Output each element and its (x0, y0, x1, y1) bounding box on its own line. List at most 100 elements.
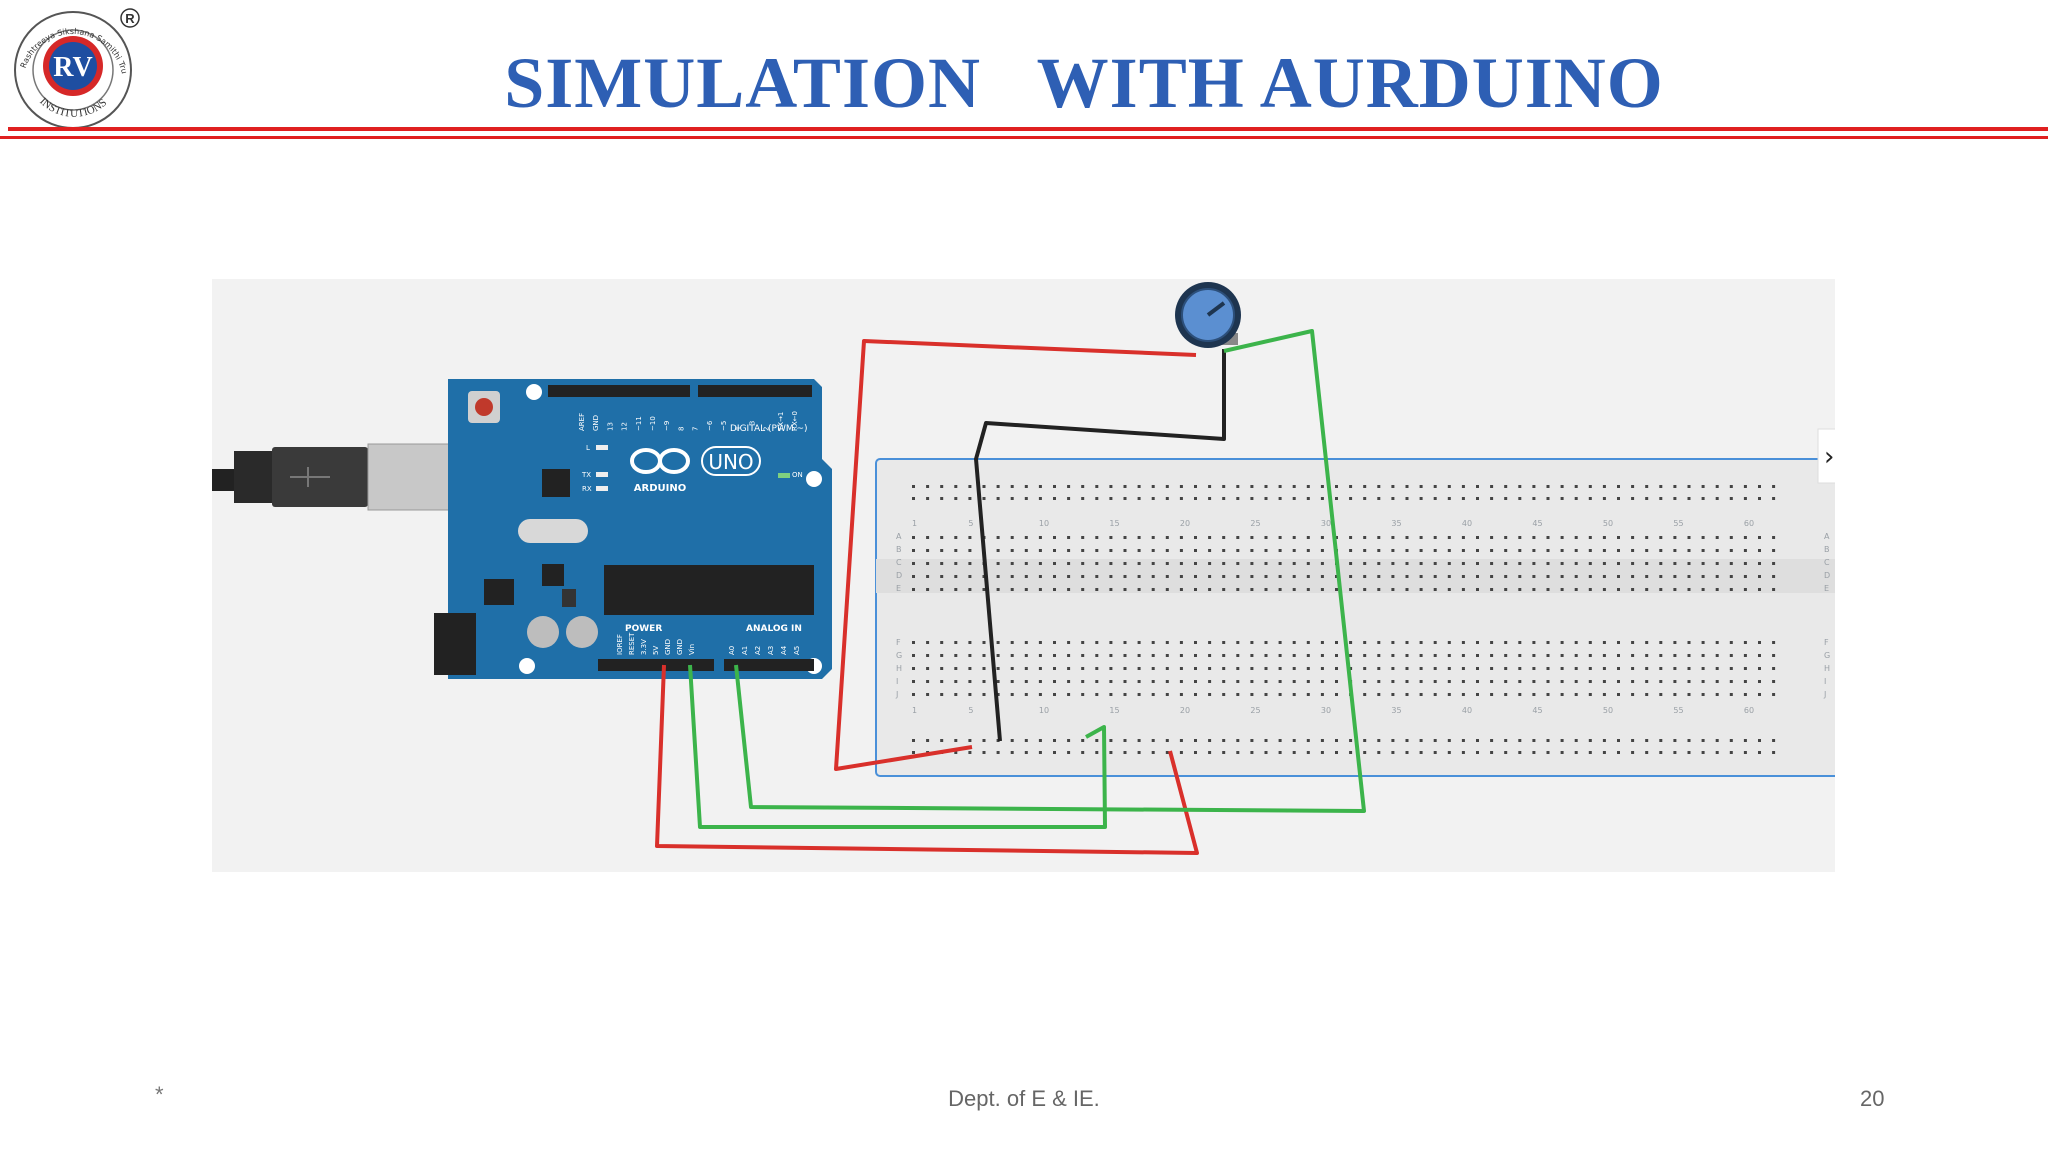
breadboard-hole (1179, 485, 1183, 488)
breadboard-hole (1476, 536, 1479, 539)
breadboard-hole (1010, 693, 1014, 696)
breadboard-hole (1081, 588, 1085, 591)
potentiometer[interactable] (1175, 282, 1241, 348)
breadboard-hole (1574, 497, 1578, 500)
breadboard-hole (1335, 667, 1338, 670)
breadboard-hole (1490, 485, 1494, 488)
panel-collapse-tab[interactable]: › (1817, 428, 1835, 484)
breadboard-hole (1165, 667, 1169, 670)
breadboard-hole (1194, 485, 1197, 488)
breadboard-hole (1532, 693, 1536, 696)
breadboard-hole (1151, 641, 1155, 644)
breadboard-hole (1490, 739, 1494, 742)
breadboard-hole (1461, 641, 1465, 644)
breadboard-hole (1292, 654, 1296, 657)
breadboard-hole (1715, 667, 1719, 670)
breadboard-hole (1194, 497, 1197, 500)
breadboard-hole (926, 536, 930, 539)
breadboard-hole (1673, 562, 1677, 565)
power-jack (434, 613, 476, 675)
breadboard-hole (1659, 667, 1663, 670)
breadboard-hole (1081, 641, 1085, 644)
breadboard-hole (1320, 641, 1324, 644)
breadboard-hole (1729, 693, 1733, 696)
breadboard-hole (1405, 575, 1409, 578)
column-number-bottom: 40 (1462, 706, 1472, 715)
breadboard-hole (1377, 680, 1381, 683)
breadboard-hole (982, 485, 986, 488)
breadboard-hole (1631, 751, 1635, 754)
breadboard-hole (1673, 654, 1677, 657)
breadboard-hole (1123, 536, 1127, 539)
breadboard-hole (1419, 693, 1423, 696)
breadboard-hole (1109, 693, 1113, 696)
breadboard-hole (1179, 667, 1183, 670)
breadboard-hole (1335, 751, 1338, 754)
breadboard-hole (1476, 497, 1479, 500)
breadboard-hole (1306, 654, 1310, 657)
breadboard-hole (1095, 654, 1099, 657)
footer-department: Dept. of E & IE. (948, 1086, 1100, 1111)
breadboard-hole (1574, 751, 1578, 754)
row-letter: F (896, 638, 901, 647)
breadboard-hole (1179, 562, 1183, 565)
breadboard-hole (1222, 485, 1226, 488)
breadboard-hole (1278, 549, 1282, 552)
breadboard-hole (1250, 739, 1254, 742)
breadboard-hole (1179, 549, 1183, 552)
breadboard-hole (1701, 739, 1705, 742)
breadboard-hole (1419, 588, 1423, 591)
breadboard-hole (1278, 562, 1282, 565)
column-number-top: 30 (1321, 519, 1331, 528)
breadboard-hole (1208, 497, 1212, 500)
breadboard-hole (1617, 667, 1620, 670)
circuit-diagram: 1155101015152020252530303535404045455050… (212, 282, 1835, 855)
breadboard-hole (1278, 497, 1282, 500)
breadboard-hole (1320, 562, 1324, 565)
breadboard-hole (1617, 693, 1620, 696)
breadboard-hole (1758, 485, 1761, 488)
on-label: ON (792, 471, 803, 479)
slide-title: SIMULATION WITH AURDUINO (504, 43, 1664, 123)
breadboard-hole (926, 575, 930, 578)
breadboard-hole (1405, 485, 1409, 488)
breadboard-hole (1222, 497, 1226, 500)
breadboard-hole (1617, 751, 1620, 754)
breadboard-hole (1194, 536, 1197, 539)
breadboard-hole (1504, 588, 1508, 591)
breadboard-hole (912, 751, 915, 754)
breadboard-hole (1038, 562, 1042, 565)
breadboard-hole (1631, 485, 1635, 488)
arduino-infinity-icon (630, 448, 690, 474)
breadboard-hole (1588, 693, 1592, 696)
breadboard-hole (1320, 588, 1324, 591)
breadboard-hole (968, 562, 972, 565)
breadboard-hole (1433, 497, 1437, 500)
breadboard-hole (1377, 693, 1381, 696)
breadboard-hole (1067, 693, 1071, 696)
breadboard-hole (1490, 693, 1494, 696)
breadboard-hole (1772, 641, 1776, 644)
breadboard-hole (940, 536, 944, 539)
breadboard-hole (1772, 588, 1776, 591)
breadboard-hole (1687, 667, 1691, 670)
breadboard-hole (1306, 562, 1310, 565)
pin-label: GND (592, 415, 600, 431)
breadboard-hole (1151, 562, 1155, 565)
breadboard-hole (1377, 562, 1381, 565)
breadboard-hole (1222, 680, 1226, 683)
breadboard-hole (1532, 641, 1536, 644)
breadboard-hole (1363, 739, 1367, 742)
breadboard-hole (1038, 751, 1042, 754)
breadboard-hole (1095, 536, 1099, 539)
reset-button[interactable] (475, 398, 493, 416)
breadboard-hole (1588, 485, 1592, 488)
breadboard-hole (1433, 751, 1437, 754)
pin-label: A4 (780, 645, 788, 655)
breadboard-hole (1490, 497, 1494, 500)
column-number-top: 25 (1250, 519, 1260, 528)
breadboard-hole (1250, 588, 1254, 591)
breadboard-hole (1560, 654, 1564, 657)
breadboard-hole (1165, 654, 1169, 657)
breadboard-hole (912, 575, 915, 578)
